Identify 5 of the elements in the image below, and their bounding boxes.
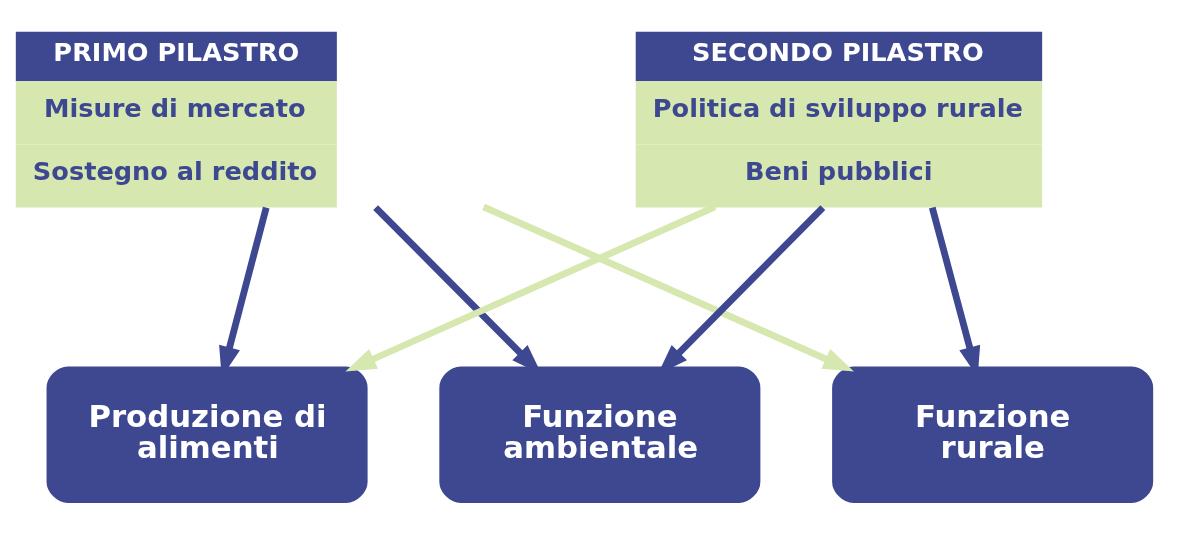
node-box: Produzione di alimenti — [46, 366, 368, 504]
arrow — [482, 203, 854, 372]
arrow — [345, 203, 717, 372]
node-box: Funzione rurale — [832, 366, 1154, 504]
node-box: Funzione ambientale — [439, 366, 761, 504]
